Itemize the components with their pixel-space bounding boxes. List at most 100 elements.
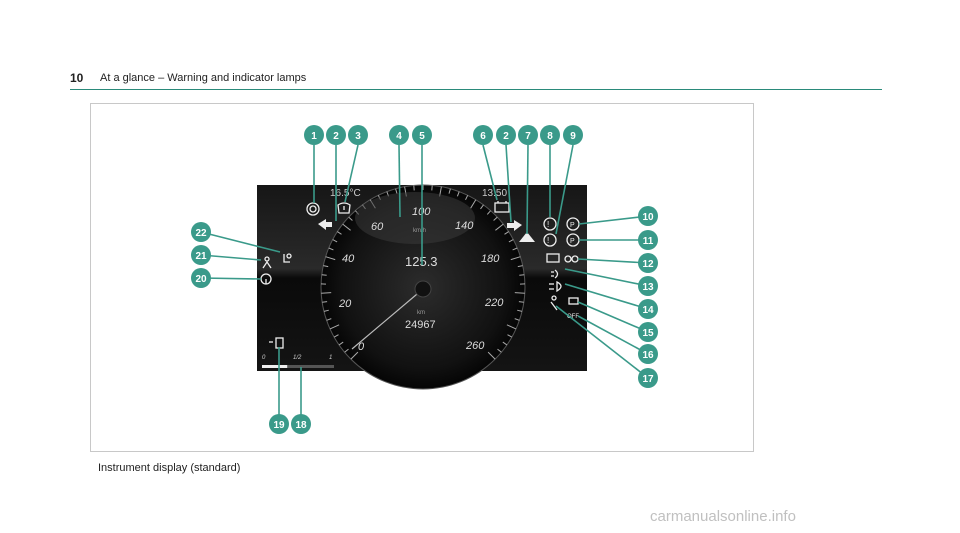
callout-number: 19: [273, 420, 285, 431]
dial-tick: [519, 274, 525, 276]
dial-tick: [514, 318, 520, 321]
callout-number: 20: [195, 274, 207, 285]
callout-circle: [496, 125, 516, 145]
dial-tick: [495, 223, 504, 231]
dial-tick: [512, 247, 518, 251]
dial-label: 180: [481, 253, 500, 265]
speed-unit: km/h: [413, 228, 426, 234]
figure-frame: [90, 103, 754, 452]
callout-circle: [389, 125, 409, 145]
seatbelt-warning-icon: [550, 295, 558, 311]
svg-text:P: P: [570, 238, 575, 245]
callout-number: 13: [642, 282, 654, 293]
outside-temperature: 16.5°C: [330, 188, 361, 199]
callout-circle: [638, 322, 658, 342]
dial-tick: [486, 210, 491, 215]
dial-tick: [502, 341, 508, 346]
dial-tick: [322, 301, 328, 303]
dial-tick: [323, 265, 329, 268]
dial-tick: [344, 348, 349, 353]
callout-number: 2: [503, 131, 509, 142]
speed-highlight: [355, 192, 475, 244]
dial-label: 40: [342, 253, 355, 265]
callout-number: 8: [547, 131, 553, 142]
callout-circle: [638, 206, 658, 226]
page-header-title: At a glance – Warning and indicator lamp…: [100, 72, 307, 84]
callout-circle: [191, 268, 211, 288]
dial-tick: [332, 239, 338, 243]
callout-number: 2: [333, 131, 339, 142]
dial-tick: [497, 348, 502, 353]
fuel-label-full: 1: [329, 355, 332, 361]
dial-tick: [517, 265, 523, 268]
needle-hub: [414, 280, 432, 298]
callout-circle: [638, 344, 658, 364]
brake-warning-icon-yellow: !: [543, 233, 557, 247]
odometer: 24967: [405, 319, 436, 331]
callout-number: 17: [642, 374, 654, 385]
dial-tick: [342, 223, 351, 231]
callout-circle: [638, 253, 658, 273]
dial-tick: [395, 188, 398, 194]
dial-label: 0: [358, 341, 365, 353]
callout-circle: [638, 230, 658, 250]
callout-number: 14: [642, 305, 654, 316]
low-beam-icon: [549, 280, 562, 293]
distance-warning-icon: [519, 232, 535, 242]
engine-check-icon: [546, 253, 560, 263]
callout-leaders: [200, 144, 649, 424]
figure-caption: Instrument display (standard): [98, 462, 241, 474]
callout-circle: [412, 125, 432, 145]
dial-tick: [350, 351, 359, 360]
dial-tick: [487, 351, 496, 360]
dial-tick: [518, 301, 524, 303]
callout-circle: [348, 125, 368, 145]
tire-pressure-icon: [337, 202, 351, 214]
svg-text:P: P: [570, 222, 575, 229]
dial-tick: [328, 247, 334, 251]
callout-number: 10: [642, 212, 654, 223]
speed-needle: [351, 288, 424, 350]
dial-tick: [448, 188, 451, 194]
dial-label: 20: [338, 298, 352, 310]
brake-assist-icon: [306, 202, 320, 216]
dial-tick: [470, 199, 477, 209]
fuel-gauge-track: [262, 365, 334, 368]
callout-number: 22: [195, 228, 207, 239]
dial-tick: [333, 334, 339, 338]
dial-tick: [510, 256, 521, 261]
fuel-label-empty: 0: [262, 355, 266, 361]
fuel-gauge-fill: [262, 365, 288, 368]
callout-number: 9: [570, 131, 576, 142]
callout-circle: [304, 125, 324, 145]
dial-label: 260: [465, 340, 485, 352]
dial-tick: [329, 324, 340, 330]
callout-number: 12: [642, 259, 654, 270]
rear-fog-lamp-icon: [551, 269, 559, 279]
turn-left-arrow-icon: [318, 219, 332, 230]
callout-circle: [326, 125, 346, 145]
dial-tick: [338, 341, 344, 346]
battery-icon: [494, 201, 510, 213]
svg-text:!: !: [547, 220, 549, 229]
dial-tick: [325, 256, 336, 261]
dial-tick: [493, 216, 498, 221]
callout-circle: [473, 125, 493, 145]
dial-label: 60: [371, 221, 384, 233]
dial-label: 220: [484, 297, 504, 309]
turn-right-arrow-icon: [507, 220, 522, 231]
callout-number: 21: [195, 251, 207, 262]
callout-circle: [291, 414, 311, 434]
dial-tick: [504, 231, 509, 235]
dial-tick: [465, 195, 469, 201]
callout-number: 3: [355, 131, 361, 142]
dial-tick: [321, 292, 332, 294]
callout-circle: [638, 299, 658, 319]
dial-tick: [323, 309, 329, 312]
callout-circle: [540, 125, 560, 145]
brake-warning-icon-red: !: [543, 217, 557, 231]
callout-number: 11: [643, 236, 654, 247]
callout-number: 15: [642, 328, 654, 339]
callout-circle: [191, 245, 211, 265]
